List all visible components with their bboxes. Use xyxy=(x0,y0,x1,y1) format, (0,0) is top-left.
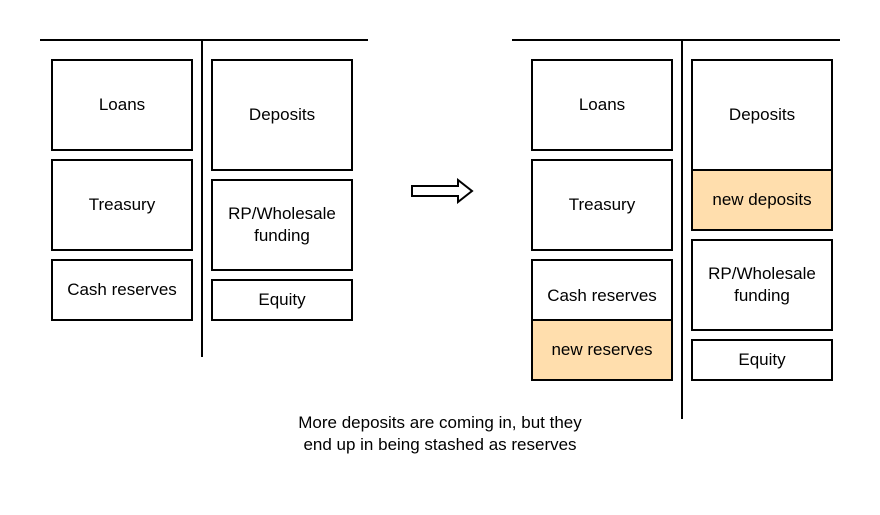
box-label: Equity xyxy=(258,290,306,309)
caption-line-2: end up in being stashed as reserves xyxy=(303,435,577,454)
box-label: Deposits xyxy=(728,105,796,124)
box-label: RP/Wholesale funding xyxy=(228,204,336,245)
box-label: Loans xyxy=(578,95,626,114)
box-label: Loans xyxy=(98,95,146,114)
box-label: new deposits xyxy=(712,190,812,209)
before-treasury-box: Treasury xyxy=(51,159,193,251)
right-t-account-top-line xyxy=(512,39,840,41)
after-cash-reserves-box: Cash reserves xyxy=(531,259,673,321)
left-t-account-top-line xyxy=(40,39,368,41)
before-deposits-box: Deposits xyxy=(211,59,353,171)
before-loans-box: Loans xyxy=(51,59,193,151)
right-t-account-divider xyxy=(681,39,683,419)
after-treasury-box: Treasury xyxy=(531,159,673,251)
box-label: Deposits xyxy=(248,105,316,124)
box-label: Treasury xyxy=(88,195,156,214)
box-label: Equity xyxy=(738,350,786,369)
box-label: Treasury xyxy=(568,195,636,214)
before-cash-reserves-box: Cash reserves xyxy=(51,259,193,321)
diagram-caption: More deposits are coming in, but they en… xyxy=(240,412,640,456)
box-label: Cash reserves xyxy=(547,286,657,305)
right-arrow-icon xyxy=(411,178,474,204)
after-loans-box: Loans xyxy=(531,59,673,151)
after-new-deposits-box: new deposits xyxy=(691,169,833,231)
box-label: RP/Wholesale funding xyxy=(708,264,816,305)
left-t-account-divider xyxy=(201,39,203,357)
after-equity-box: Equity xyxy=(691,339,833,381)
caption-line-1: More deposits are coming in, but they xyxy=(298,413,582,432)
box-label: new reserves xyxy=(551,340,653,359)
before-rp-wholesale-box: RP/Wholesale funding xyxy=(211,179,353,271)
before-equity-box: Equity xyxy=(211,279,353,321)
box-label: Cash reserves xyxy=(67,280,177,299)
after-rp-wholesale-box: RP/Wholesale funding xyxy=(691,239,833,331)
after-deposits-box: Deposits xyxy=(691,59,833,173)
after-new-reserves-box: new reserves xyxy=(531,319,673,381)
